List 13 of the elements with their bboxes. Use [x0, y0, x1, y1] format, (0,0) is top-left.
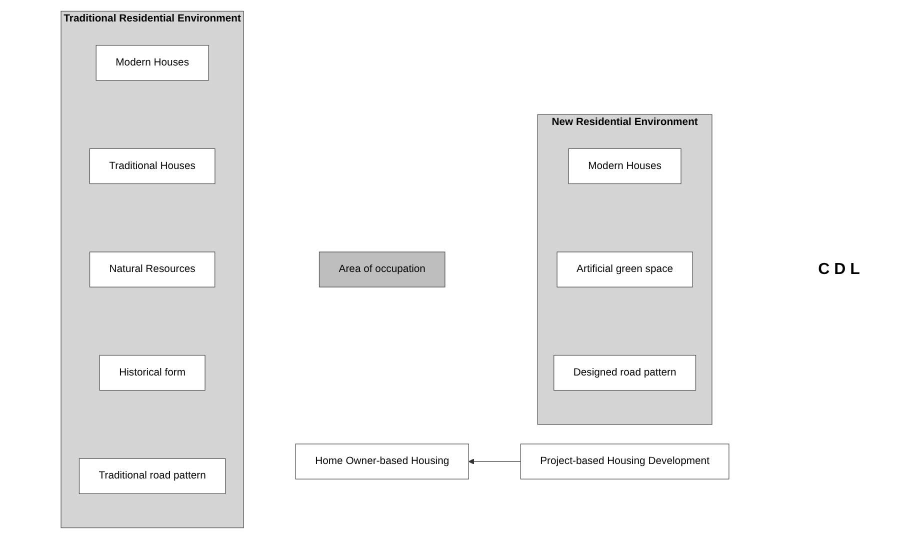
node-box: Home Owner-based Housing	[295, 444, 469, 480]
node-box: Historical form	[99, 354, 206, 391]
node-box: Project-based Housing Development	[520, 444, 730, 480]
node-box: Traditional road pattern	[78, 458, 226, 494]
node-box: Area of occupation	[318, 252, 446, 288]
node-box: Modern Houses	[568, 148, 682, 184]
arrow	[468, 458, 521, 464]
node-box: Natural Resources	[89, 252, 216, 288]
node-box: Designed road pattern	[554, 354, 696, 391]
node-box: Traditional Houses	[89, 148, 216, 184]
node-box: Artificial green space	[556, 252, 693, 288]
node-box: Modern Houses	[96, 44, 209, 81]
line-label: C D L	[817, 260, 861, 278]
